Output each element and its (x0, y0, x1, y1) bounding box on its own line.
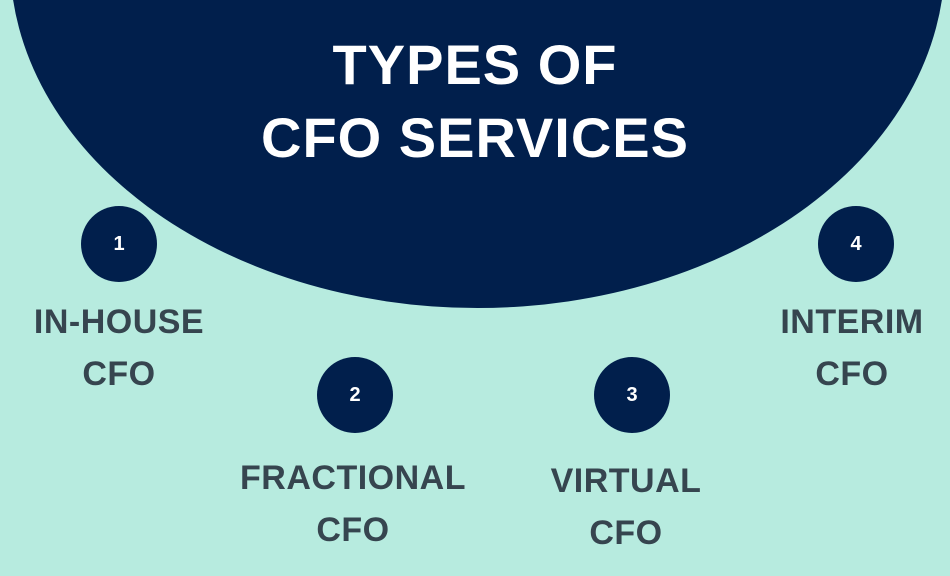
item-label-line-1: VIRTUAL (550, 462, 702, 500)
number-badge-1: 1 (81, 206, 157, 282)
item-label-in-house: IN-HOUSE CFO (0, 296, 259, 400)
item-label-interim: INTERIM CFO (712, 296, 950, 400)
item-label-line-2: CFO (82, 355, 156, 393)
item-label-fractional: FRACTIONAL CFO (213, 452, 493, 556)
number-badge-2: 2 (317, 357, 393, 433)
number-badge-4: 4 (818, 206, 894, 282)
item-label-line-2: CFO (815, 355, 889, 393)
title-line-2: CFO SERVICES (261, 106, 689, 169)
item-label-line-1: INTERIM (780, 303, 924, 341)
item-label-line-2: CFO (589, 514, 663, 552)
number-badge-3: 3 (594, 357, 670, 433)
item-label-line-1: FRACTIONAL (240, 459, 466, 497)
title-line-1: TYPES OF (332, 33, 618, 96)
item-label-line-2: CFO (316, 511, 390, 549)
item-label-line-1: IN-HOUSE (33, 303, 205, 341)
item-label-virtual: VIRTUAL CFO (486, 455, 766, 559)
